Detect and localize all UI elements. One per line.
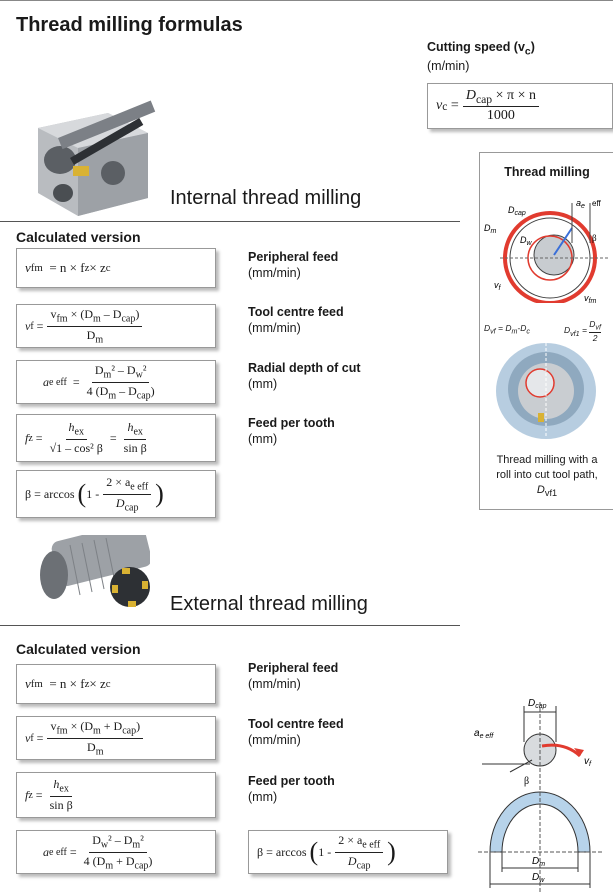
panel-dcap: Dcap	[508, 205, 526, 217]
internal-label-tool-centre: Tool centre feed(mm/min)	[248, 305, 344, 335]
internal-tool-image	[18, 98, 163, 218]
thread-milling-panel: Thread milling ae eff Dcap Dm Dw β vf vf…	[479, 152, 613, 510]
cutting-speed-unit: (m/min)	[427, 59, 470, 73]
external-label-peripheral: Peripheral feed(mm/min)	[248, 661, 339, 691]
ext-vf: vf	[584, 756, 592, 768]
panel-ae: ae	[576, 198, 585, 210]
internal-label-radial: Radial depth of cut(mm)	[248, 361, 361, 391]
external-label-feed-per-tooth: Feed per tooth(mm)	[248, 774, 335, 804]
external-tool-image	[30, 521, 152, 615]
panel-eff: eff	[592, 199, 602, 208]
ext-dcap: Dcap	[528, 698, 547, 710]
internal-label-feed-per-tooth: Feed per tooth(mm)	[248, 416, 335, 446]
ext-dw: Dw	[532, 872, 545, 884]
panel-diagram-bottom	[496, 343, 596, 439]
page-title: Thread milling formulas	[16, 14, 243, 36]
top-rule	[0, 0, 613, 1]
ext-dm: Dm	[532, 856, 545, 868]
internal-label-peripheral: Peripheral feed(mm/min)	[248, 250, 339, 280]
panel-vfm: vfm	[584, 293, 596, 303]
ext-beta: β	[524, 776, 529, 787]
panel-dm: Dm	[484, 223, 497, 235]
panel-caption: Thread milling with a roll into cut tool…	[496, 454, 598, 499]
external-label-tool-centre: Tool centre feed(mm/min)	[248, 717, 344, 747]
panel-title: Thread milling	[504, 165, 590, 179]
external-calc-heading: Calculated version	[16, 641, 141, 657]
internal-heading: Internal thread milling	[170, 187, 362, 209]
ext-ae: ae eff	[474, 728, 494, 740]
panel-diagram-top: ae eff Dcap Dm Dw β vf vfm	[484, 198, 610, 303]
cutting-speed-label: Cutting speed (vc)	[427, 40, 535, 58]
external-heading: External thread milling	[170, 593, 368, 615]
panel-beta: β	[592, 233, 597, 243]
external-rule	[0, 625, 460, 626]
internal-calc-heading: Calculated version	[16, 229, 141, 245]
panel-vf: vf	[494, 280, 502, 292]
external-diagram: Dcap ae eff vf β Dm Dw	[474, 698, 602, 892]
panel-dvf-eq: Dvf = Dm-Dc	[484, 323, 530, 336]
internal-rule	[0, 221, 460, 222]
